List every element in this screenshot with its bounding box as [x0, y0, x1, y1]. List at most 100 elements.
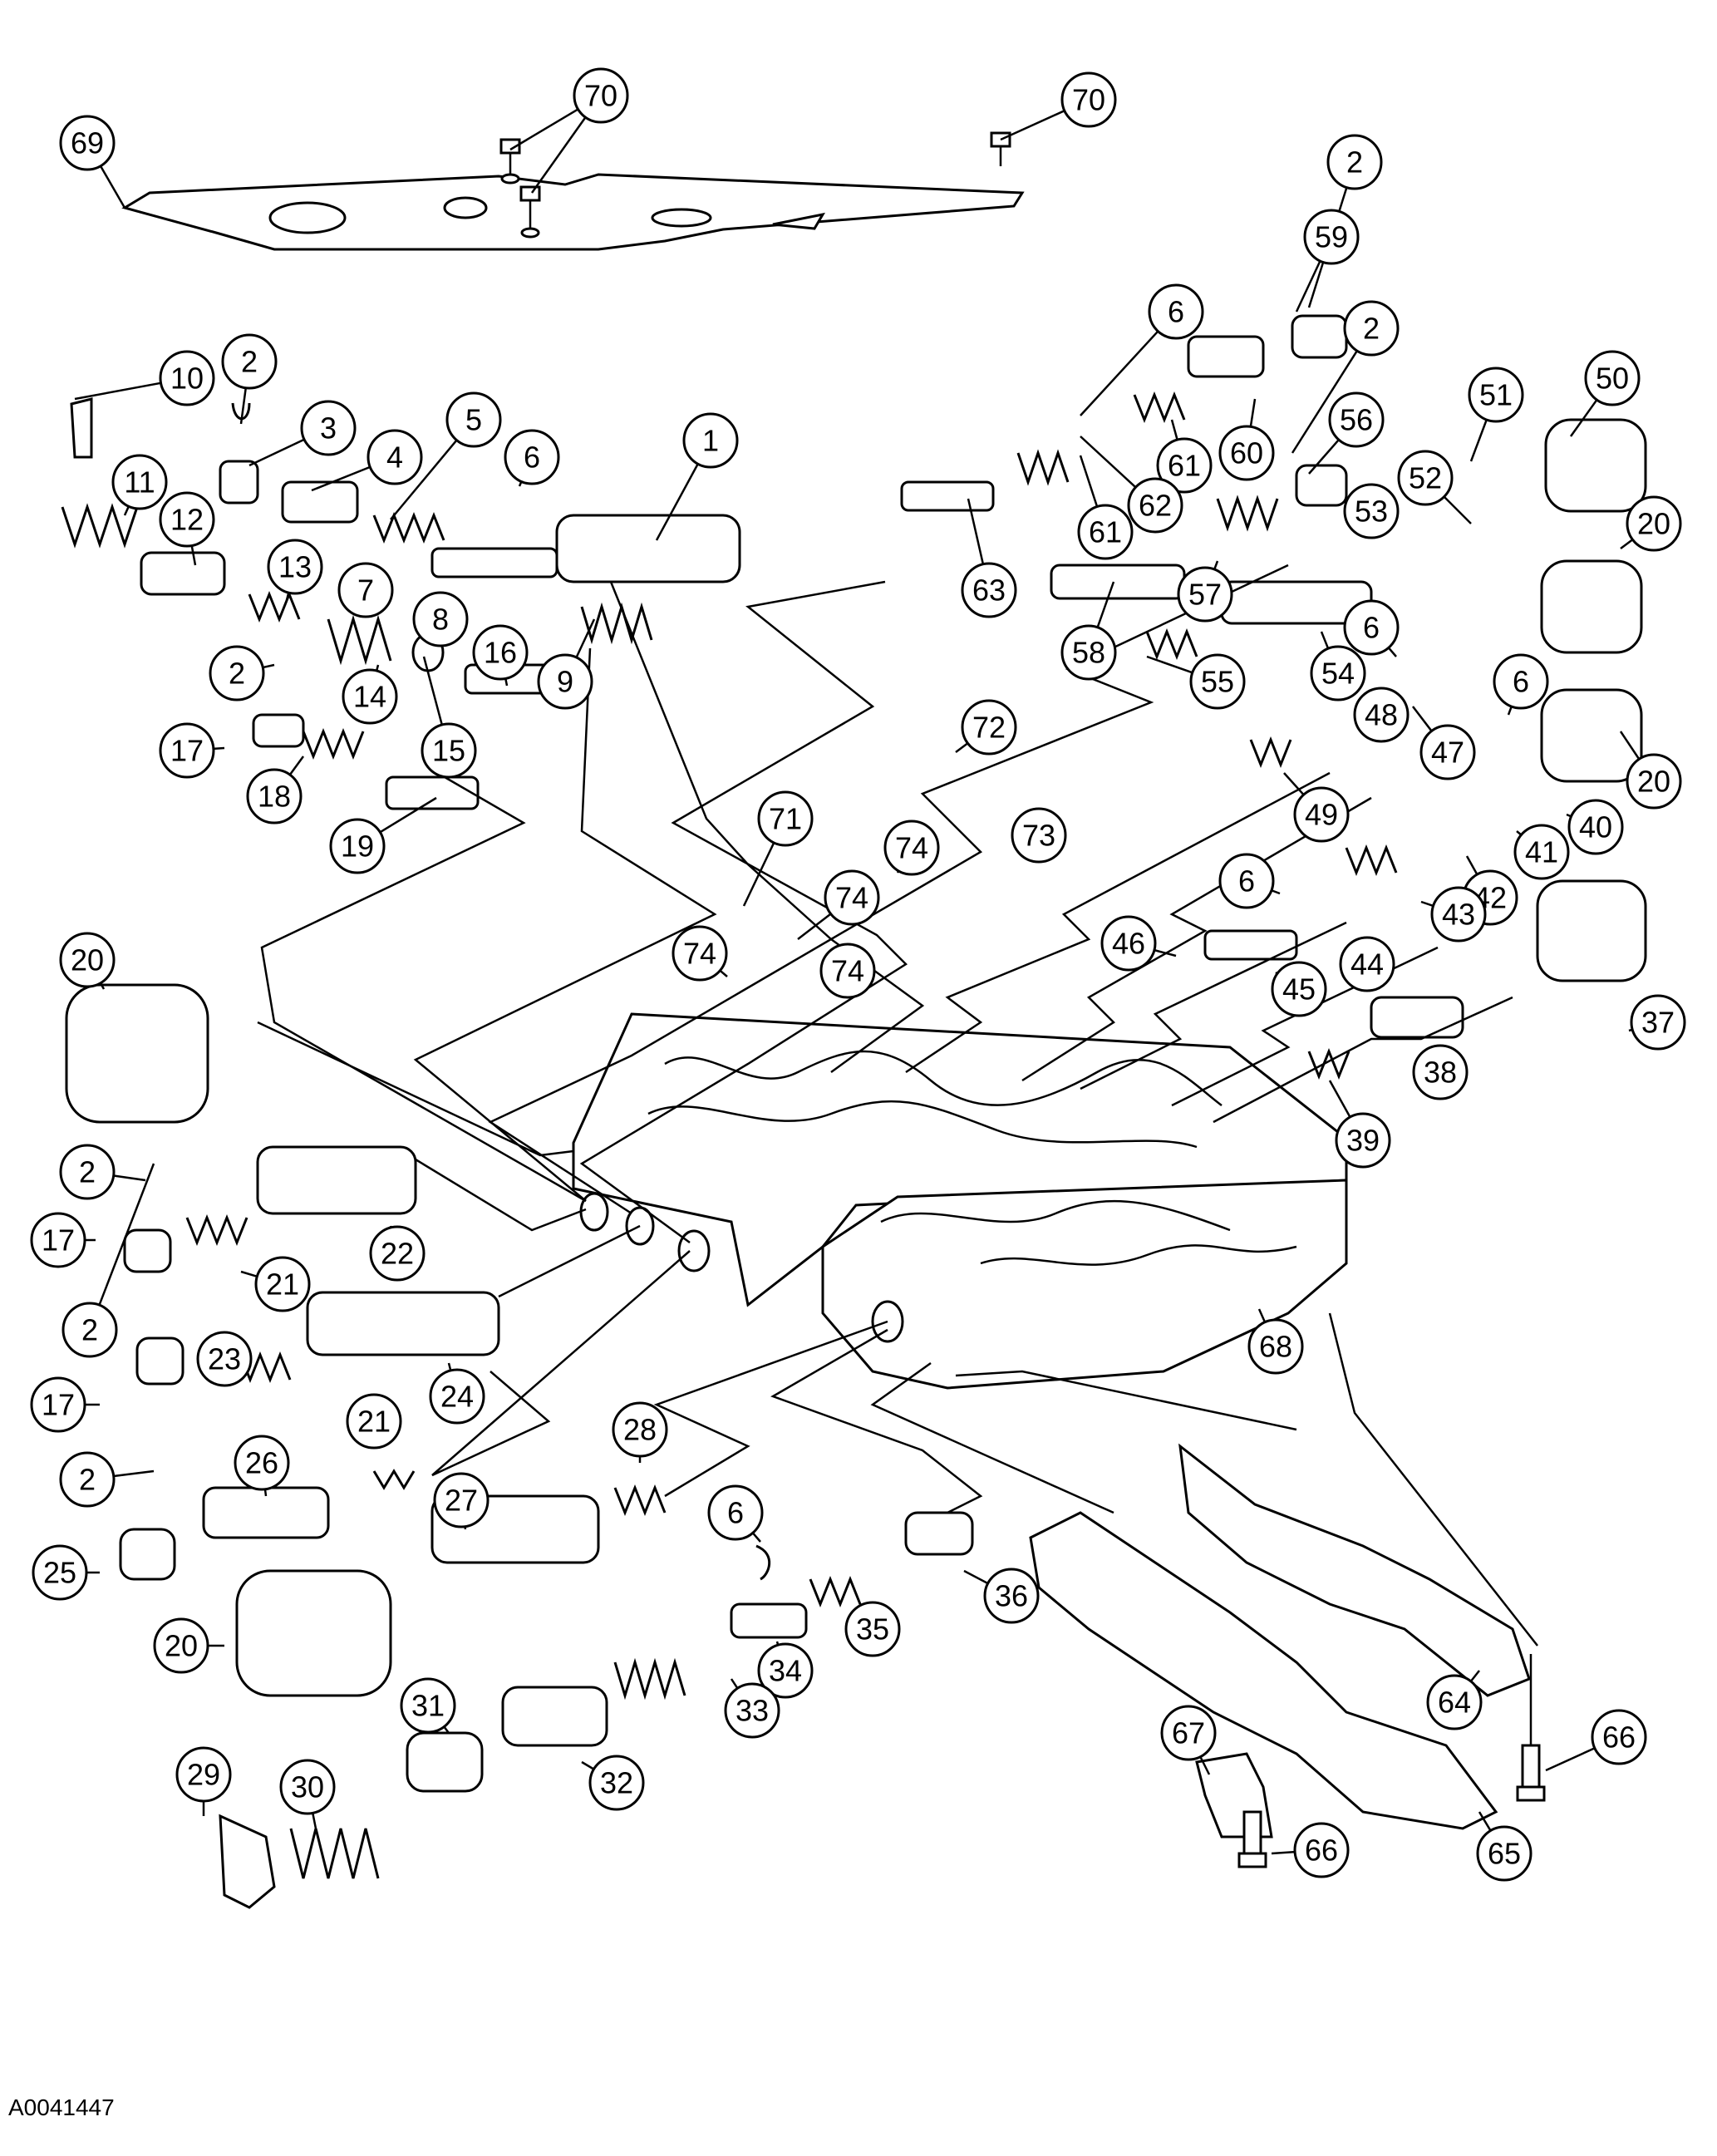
leader-line: [248, 438, 305, 467]
callout-circle: [1160, 1705, 1217, 1761]
callout-30: 30: [279, 1759, 336, 1815]
callout-27: 27: [433, 1472, 490, 1528]
callout-circle: [844, 1601, 901, 1657]
callout-number: 11: [124, 465, 155, 500]
callout-number: 55: [1201, 665, 1234, 699]
callout-number: 51: [1479, 378, 1513, 412]
callout-number: 54: [1321, 657, 1355, 691]
leader-line: [963, 1569, 989, 1585]
valve-spool: [430, 547, 558, 578]
callout-circle: [1303, 209, 1360, 265]
valve-spool: [256, 1145, 417, 1215]
callout-74: 74: [824, 869, 880, 926]
callout-circle: [724, 1682, 780, 1739]
callout-6: 6: [1493, 653, 1549, 710]
callout-12: 12: [159, 491, 215, 548]
valve-plug: [123, 1228, 172, 1273]
leader-line: [1469, 1670, 1480, 1682]
callout-circle: [1177, 566, 1233, 623]
routing-line: [770, 1328, 983, 1514]
leader-line: [797, 913, 832, 940]
callout-number: 6: [1363, 611, 1380, 645]
leader-line: [1478, 1811, 1492, 1832]
callout-36: 36: [983, 1568, 1040, 1624]
valve-spool: [1050, 564, 1186, 600]
callout-45: 45: [1271, 961, 1327, 1017]
upper-valve-body: [572, 1012, 1348, 1307]
figure-reference-number: A0041447: [8, 2094, 115, 2120]
routing-line: [1328, 1312, 1538, 1647]
callout-circle: [1567, 799, 1624, 855]
leader-line: [443, 1725, 450, 1734]
callout-circle: [707, 1484, 764, 1541]
callout-number: 2: [229, 657, 245, 691]
leader-line: [955, 742, 969, 754]
callout-circle: [1343, 483, 1400, 539]
callout-number: 66: [1602, 1720, 1636, 1755]
callout-number: 45: [1282, 972, 1316, 1007]
leader-line: [581, 1760, 595, 1770]
callout-circle: [1271, 961, 1327, 1017]
callout-number: 10: [170, 362, 204, 396]
callout-number: 46: [1112, 927, 1145, 961]
callout-49: 49: [1293, 786, 1350, 843]
solenoid-body: [1540, 688, 1643, 783]
fluid-passage: [980, 1244, 1297, 1266]
callout-72: 72: [961, 699, 1017, 756]
valve-spool: [555, 514, 741, 583]
callout-circle: [196, 1331, 253, 1387]
callout-number: 69: [71, 126, 104, 160]
callout-number: 21: [266, 1268, 299, 1302]
coil-spring: [1133, 391, 1186, 424]
callout-46: 46: [1100, 915, 1157, 972]
callout-number: 61: [1168, 449, 1201, 483]
callout-number: 20: [165, 1629, 198, 1663]
leader-line: [285, 592, 290, 601]
callout-number: 6: [524, 441, 540, 475]
callout-number: 8: [432, 603, 449, 637]
callout-26: 26: [234, 1435, 290, 1491]
leader-line: [123, 505, 130, 516]
callout-18: 18: [246, 768, 303, 824]
callout-number: 6: [1238, 864, 1255, 898]
callout-5: 5: [445, 391, 502, 448]
leader-line: [1507, 706, 1513, 716]
callout-number: 6: [727, 1496, 744, 1530]
callout-number: 41: [1525, 835, 1558, 869]
coil-spring: [1145, 628, 1198, 661]
callout-number: 2: [81, 1313, 98, 1347]
callout-62: 62: [1127, 477, 1183, 534]
callout-circle: [1626, 495, 1682, 552]
callout-circle: [32, 1544, 88, 1601]
callout-number: 36: [995, 1579, 1028, 1613]
callout-circle: [1343, 599, 1400, 656]
manual-valve-detent-spring: [1029, 1511, 1498, 1830]
callout-number: 9: [557, 665, 573, 699]
leader-line: [530, 116, 587, 194]
callout-16: 16: [472, 624, 529, 681]
callout-circle: [1353, 687, 1410, 743]
leader-line: [1295, 260, 1321, 313]
callout-circle: [819, 943, 876, 999]
callout-67: 67: [1160, 1705, 1217, 1761]
leader-line: [1199, 1756, 1211, 1775]
diagram-artwork: [61, 131, 1647, 1909]
callout-55: 55: [1189, 653, 1246, 710]
callout-39: 39: [1335, 1112, 1391, 1169]
callout-3: 3: [300, 400, 357, 456]
leader-line: [1146, 655, 1193, 674]
callout-circle: [367, 429, 423, 485]
callout-circle: [573, 67, 629, 124]
callout-21: 21: [346, 1393, 402, 1450]
callout-number: 25: [43, 1556, 76, 1590]
callout-number: 21: [357, 1405, 391, 1439]
callout-number: 47: [1431, 736, 1464, 770]
routing-line: [498, 1224, 641, 1298]
valve-plug: [1295, 464, 1348, 507]
callout-circle: [300, 400, 357, 456]
valve-plug: [1291, 314, 1348, 359]
fluid-passage: [880, 1199, 1231, 1232]
callout-2: 2: [59, 1451, 116, 1508]
